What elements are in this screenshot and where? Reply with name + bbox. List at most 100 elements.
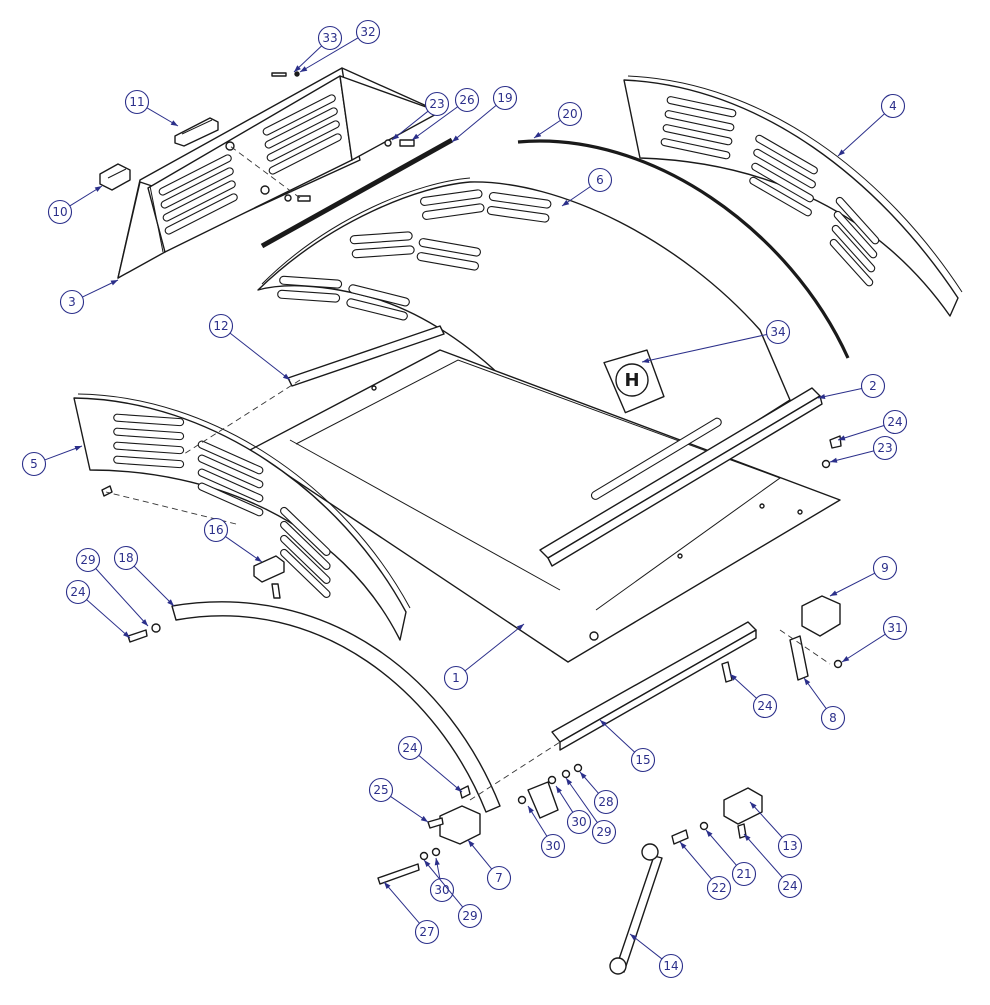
part-arc-bar bbox=[171, 601, 501, 813]
callout-bubble bbox=[882, 409, 908, 435]
callout-c29b: 29 bbox=[565, 777, 617, 845]
callout-number: 2 bbox=[869, 379, 877, 393]
callout-bubble bbox=[492, 85, 518, 111]
callout-number: 14 bbox=[663, 959, 678, 973]
callout-number: 24 bbox=[402, 741, 417, 755]
callout-bubble bbox=[457, 903, 483, 929]
leader-arrowhead bbox=[706, 830, 713, 837]
leader-arrowhead bbox=[254, 555, 262, 562]
leader-arrowhead bbox=[744, 834, 751, 841]
part-handle bbox=[174, 117, 219, 147]
callout-number: 30 bbox=[434, 883, 449, 897]
callout-number: 5 bbox=[30, 457, 38, 471]
callout-bubble bbox=[658, 953, 684, 979]
leader-line bbox=[418, 755, 463, 793]
callout-number: 33 bbox=[322, 31, 337, 45]
leader-arrowhead bbox=[170, 120, 178, 126]
callout-bubble bbox=[587, 167, 613, 193]
callout-c10: 10 bbox=[47, 185, 103, 225]
part-front-crossbar bbox=[539, 387, 823, 567]
callout-c21: 21 bbox=[705, 829, 757, 887]
leader-arrowhead bbox=[642, 357, 650, 364]
callout-bubble bbox=[368, 777, 394, 803]
callout-bubble bbox=[860, 373, 886, 399]
part-curved-seal bbox=[517, 139, 850, 359]
leader-arrowhead bbox=[818, 393, 826, 400]
callout-bubble bbox=[414, 919, 440, 945]
leader-arrowhead bbox=[74, 446, 82, 451]
leader-arrowhead bbox=[141, 619, 148, 626]
part-washer-23 bbox=[384, 139, 392, 147]
part-right-side-panel bbox=[623, 75, 963, 317]
callout-number: 9 bbox=[881, 561, 889, 575]
callout-number: 23 bbox=[877, 441, 892, 455]
leader-arrowhead bbox=[282, 373, 290, 380]
leader-arrowhead bbox=[412, 133, 420, 140]
callout-number: 19 bbox=[497, 91, 512, 105]
callout-number: 10 bbox=[52, 205, 67, 219]
part-washer-32 bbox=[294, 71, 300, 77]
leader-line bbox=[423, 859, 464, 908]
leader-line bbox=[829, 450, 874, 463]
leader-line bbox=[464, 623, 525, 672]
callout-number: 3 bbox=[68, 295, 76, 309]
callout-c23b: 23 bbox=[829, 435, 898, 463]
part-base-frame bbox=[249, 349, 841, 663]
leader-arrowhead bbox=[600, 720, 607, 727]
rear-panel-slots bbox=[158, 94, 342, 235]
callout-bubble bbox=[429, 877, 455, 903]
callout-number: 30 bbox=[571, 815, 586, 829]
callout-bubble bbox=[566, 809, 592, 835]
callout-number: 13 bbox=[782, 839, 797, 853]
callout-number: 16 bbox=[208, 523, 223, 537]
callout-number: 28 bbox=[598, 795, 613, 809]
leader-line bbox=[229, 332, 291, 381]
leader-arrowhead bbox=[730, 674, 737, 681]
callout-c2: 2 bbox=[817, 373, 886, 400]
callout-bubble bbox=[630, 747, 656, 773]
callout-c11: 11 bbox=[124, 89, 179, 127]
leader-line bbox=[225, 536, 263, 563]
leader-line bbox=[451, 104, 497, 143]
callout-number: 11 bbox=[129, 95, 144, 109]
callout-c24b: 24 bbox=[65, 579, 131, 639]
leader-arrowhead bbox=[384, 882, 391, 890]
part-rod bbox=[287, 325, 445, 387]
leader-line bbox=[565, 777, 598, 823]
leader-arrowhead bbox=[830, 590, 838, 596]
callout-bubble bbox=[777, 873, 803, 899]
callout-number: 18 bbox=[118, 551, 133, 565]
callout-c23a: 23 bbox=[391, 91, 450, 141]
leader-line bbox=[817, 387, 862, 399]
part-gasket-strip bbox=[260, 137, 454, 249]
leader-arrowhead bbox=[94, 186, 102, 192]
part-rear-panel bbox=[117, 67, 441, 279]
callout-c5: 5 bbox=[21, 445, 83, 477]
leader-line bbox=[86, 599, 131, 639]
leader-arrowhead bbox=[110, 280, 118, 286]
callout-c18: 18 bbox=[113, 545, 175, 607]
callout-c15: 15 bbox=[599, 719, 656, 773]
callout-bubble bbox=[65, 579, 91, 605]
callout-bubble bbox=[593, 789, 619, 815]
logo-letter: H bbox=[624, 370, 639, 391]
callout-c24e: 24 bbox=[743, 833, 803, 899]
leader-arrowhead bbox=[750, 802, 757, 809]
callout-bubble bbox=[443, 665, 469, 691]
left-panel-slots bbox=[113, 413, 331, 598]
callout-bubble bbox=[454, 87, 480, 113]
leader-arrowhead bbox=[534, 131, 542, 138]
callout-number: 15 bbox=[635, 753, 650, 767]
callout-number: 20 bbox=[562, 107, 577, 121]
callout-c20: 20 bbox=[533, 101, 583, 139]
callout-number: 24 bbox=[887, 415, 902, 429]
part-hinge-bracket bbox=[789, 595, 841, 681]
callout-c31: 31 bbox=[841, 615, 908, 663]
callout-bubble bbox=[540, 833, 566, 859]
callout-number: 29 bbox=[80, 553, 95, 567]
leader-arrowhead bbox=[838, 435, 846, 441]
part-gas-strut bbox=[609, 843, 663, 975]
callout-c26: 26 bbox=[411, 87, 480, 141]
callout-bubble bbox=[872, 435, 898, 461]
